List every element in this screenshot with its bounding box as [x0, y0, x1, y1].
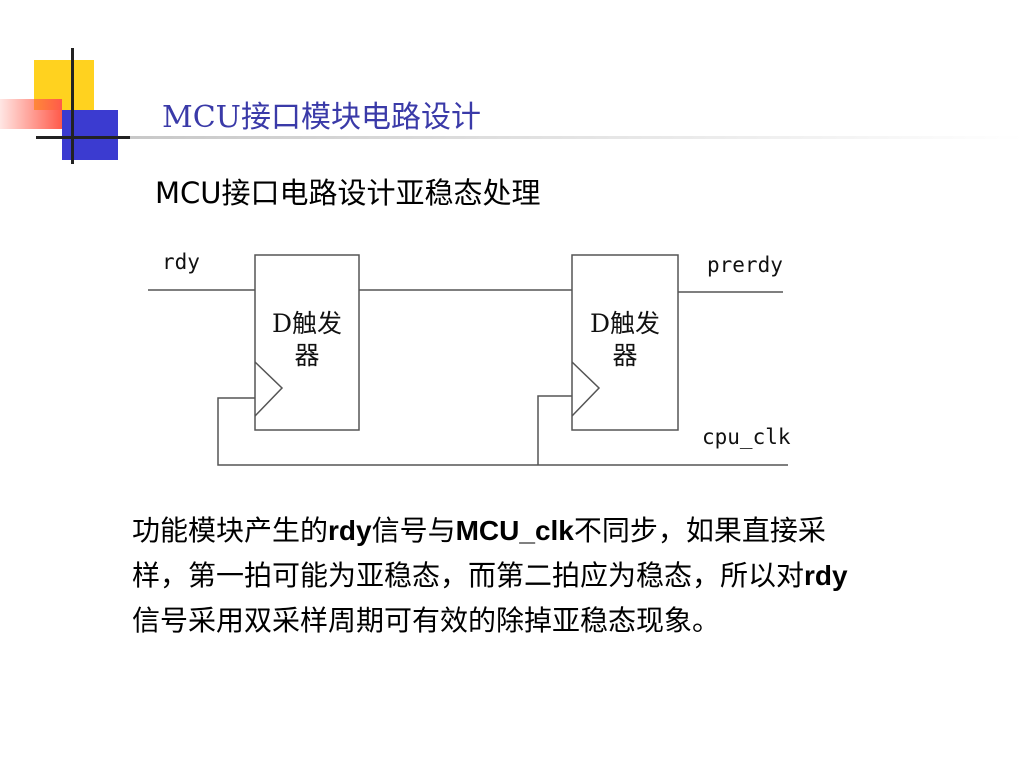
body-seg-rdy-1: rdy [328, 515, 372, 546]
circuit-diagram [148, 254, 788, 466]
flipflop-1-label: D触发 器 [255, 308, 359, 372]
flipflop-1-label-line2: 器 [294, 341, 320, 370]
flipflop-2-box [571, 254, 679, 431]
deco-vertical-rule [71, 48, 74, 164]
flipflop-2-clock-marker [571, 361, 601, 417]
body-seg-1: 功能模块产生的 [132, 514, 329, 547]
flipflop-2-label-line2: 器 [612, 341, 638, 370]
corner-decoration [0, 48, 1024, 164]
clock-wire-ff2 [537, 395, 572, 465]
slide-subtitle: MCU接口电路设计亚稳态处理 [155, 170, 541, 212]
clock-wire-ff1 [217, 397, 538, 466]
body-seg-rdy-2: rdy [804, 560, 848, 591]
body-seg-mcu-clk: MCU_clk [455, 515, 574, 546]
deco-horizontal-rule [36, 136, 132, 139]
flipflop-1-label-line1: D触发 [271, 309, 343, 338]
subtitle-text: MCU接口电路设计亚稳态处理 [155, 176, 541, 210]
flipflop-1-clock-marker [254, 361, 284, 417]
signal-label-rdy: rdy [162, 250, 200, 274]
deco-red-bar [0, 99, 62, 129]
flipflop-1-box [254, 254, 360, 431]
slide-title: MCU接口模块电路设计 [162, 100, 481, 135]
signal-label-prerdy: prerdy [707, 253, 783, 277]
body-seg-3: 信号与 [371, 514, 456, 547]
body-seg-5: 不同步，如果直接采样，第一拍可能为亚稳态，而第二拍应为稳态，所以对 [132, 514, 826, 592]
flipflop-2-label: D触发 器 [573, 308, 677, 372]
deco-blue-square [62, 110, 118, 160]
body-seg-7: 信号采用双采样周期可有效的除掉亚稳态现象。 [132, 604, 721, 637]
flipflop-2-label-line1: D触发 [589, 309, 661, 338]
title-underline [130, 136, 1024, 139]
body-paragraph: 功能模块产生的rdy信号与MCU_clk不同步，如果直接采样，第一拍可能为亚稳态… [132, 508, 872, 643]
signal-label-cpu-clk: cpu_clk [702, 425, 791, 449]
